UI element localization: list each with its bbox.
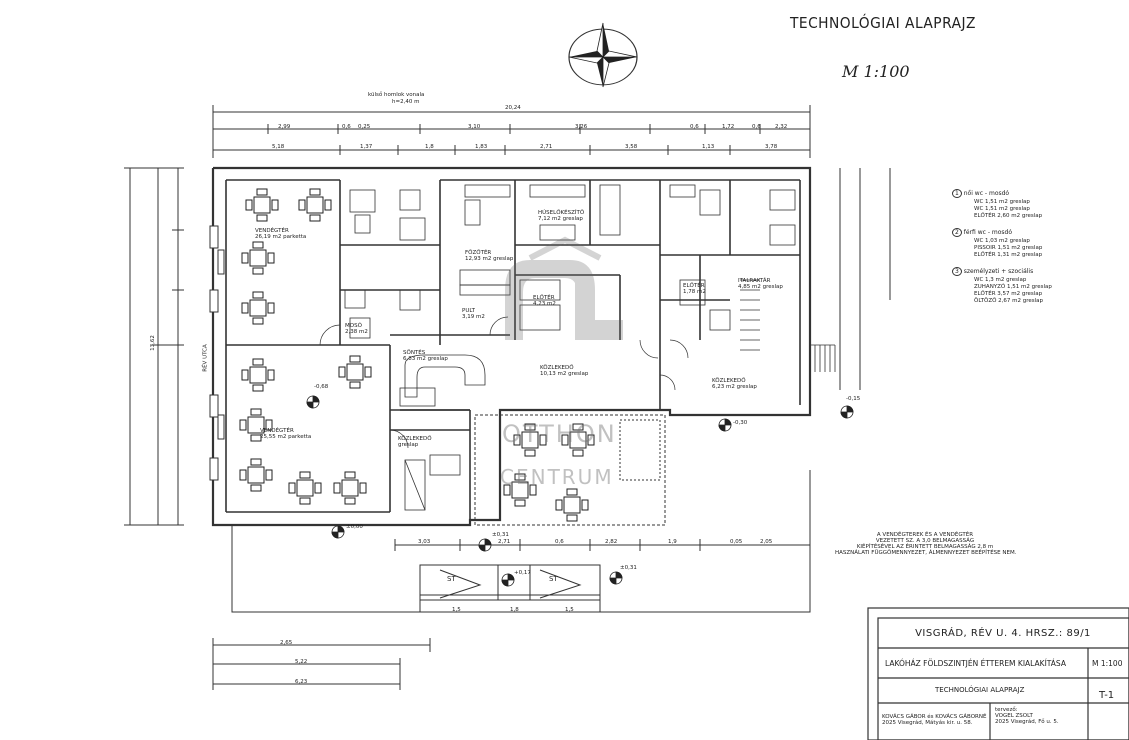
dim-low-4: 2,82 xyxy=(605,539,618,545)
dim-mid-2: 1,37 xyxy=(360,144,373,150)
dim-upper-5: 3,26 xyxy=(575,124,588,130)
dim-mid-3: 1,8 xyxy=(425,144,434,150)
title-block-sheet-title: TECHNOLÓGIAI ALAPRAJZ xyxy=(935,686,1025,694)
dim-upper-6: 0,6 xyxy=(690,124,699,130)
level-label: -0,15 xyxy=(846,396,861,402)
dim-mid-1: 5,18 xyxy=(272,144,285,150)
title-block-location: VISGRÁD, RÉV U. 4. HRSZ.: 89/1 xyxy=(915,628,1091,639)
legend-group: 1 női wc - mosdó WC 1,51 m2 greslap WC 1… xyxy=(952,189,1102,220)
legend-number: 1 xyxy=(952,189,962,198)
dim-top-note-2: h=2,40 m xyxy=(392,99,420,105)
level-label: ±0,31 xyxy=(492,532,509,538)
dim-low-2: 2,71 xyxy=(498,539,511,545)
dim-mid-6: 3,58 xyxy=(625,144,638,150)
level-label: ±0,31 xyxy=(620,565,637,571)
level-label: -0,68 xyxy=(314,384,329,390)
level-label: +0,17 xyxy=(514,570,531,576)
street-label: RÉV UTCA xyxy=(202,344,209,372)
drawing-title: TECHNOLÓGIAI ALAPRAJZ xyxy=(790,14,976,32)
note-block: A VENDÉGTEREK ÉS A VENDÉGTÉR VEZETETT SZ… xyxy=(835,532,1017,556)
dim-top-note-1: külső homlok vonala xyxy=(368,92,425,98)
legend-number: 2 xyxy=(952,228,962,237)
watermark-text-2: CENTRUM xyxy=(500,465,614,489)
title-block-sheet-no: T-1 xyxy=(1099,690,1115,701)
dim-bottom-b: 5,22 xyxy=(295,659,308,665)
watermark-logo-icon xyxy=(505,236,623,340)
dim-mid-8: 3,78 xyxy=(765,144,778,150)
parking-label: ST xyxy=(447,575,456,583)
title-block-office: KOVÁCS GÁBOR és KOVÁCS GÁBORNÉ 2025 Vise… xyxy=(882,714,987,726)
dim-low-6: 0,05 xyxy=(730,539,743,545)
dim-bottom-a: 2,65 xyxy=(280,640,293,646)
dim-low-5: 1,9 xyxy=(668,539,677,545)
level-label: -0,30 xyxy=(733,420,748,426)
dim-tiny-3: 1,5 xyxy=(565,607,574,613)
watermark-text-1: OTTHON xyxy=(502,420,617,448)
dim-upper-8: 0,6 xyxy=(752,124,761,130)
title-block-scale: M 1:100 xyxy=(1092,659,1123,668)
dim-tiny-1: 1,5 xyxy=(452,607,461,613)
legend-number: 3 xyxy=(952,267,962,276)
dim-upper-7: 1,72 xyxy=(722,124,735,130)
level-label: ±0,00 xyxy=(346,524,363,530)
legend-group: 2 férfi wc - mosdó WC 1,03 m2 greslap PI… xyxy=(952,228,1102,259)
dim-upper-3: 0,25 xyxy=(358,124,371,130)
dim-mid-5: 2,71 xyxy=(540,144,553,150)
scale-note: M 1:100 xyxy=(842,62,910,81)
dim-upper-9: 2,32 xyxy=(775,124,788,130)
dim-mid-4: 1,83 xyxy=(475,144,488,150)
title-block-project: LAKÓHÁZ FÖLDSZINTJÉN ÉTTEREM KIALAKÍTÁSA xyxy=(885,659,1066,668)
dim-upper-1: 2,99 xyxy=(278,124,291,130)
dim-top-total: 20,24 xyxy=(505,105,521,111)
legend-group: 3 személyzeti + szociális WC 1,3 m2 gres… xyxy=(952,267,1102,305)
dim-low-7: 2,05 xyxy=(760,539,773,545)
dim-low-1: 3,03 xyxy=(418,539,431,545)
dim-upper-2: 0,6 xyxy=(342,124,351,130)
dim-upper-4: 3,10 xyxy=(468,124,481,130)
parking-label: ST xyxy=(549,575,558,583)
dim-mid-7: 1,13 xyxy=(702,144,715,150)
legend: 1 női wc - mosdó WC 1,51 m2 greslap WC 1… xyxy=(952,189,1102,314)
dim-left-total: 13,62 xyxy=(149,335,156,351)
dim-bottom-c: 6,23 xyxy=(295,679,308,685)
title-block-designer: tervező: VOGEL ZSOLT 2025 Visegrád, Fő u… xyxy=(995,707,1059,725)
dim-low-3: 0,6 xyxy=(555,539,564,545)
table-set xyxy=(239,188,595,522)
dim-tiny-2: 1,8 xyxy=(510,607,519,613)
